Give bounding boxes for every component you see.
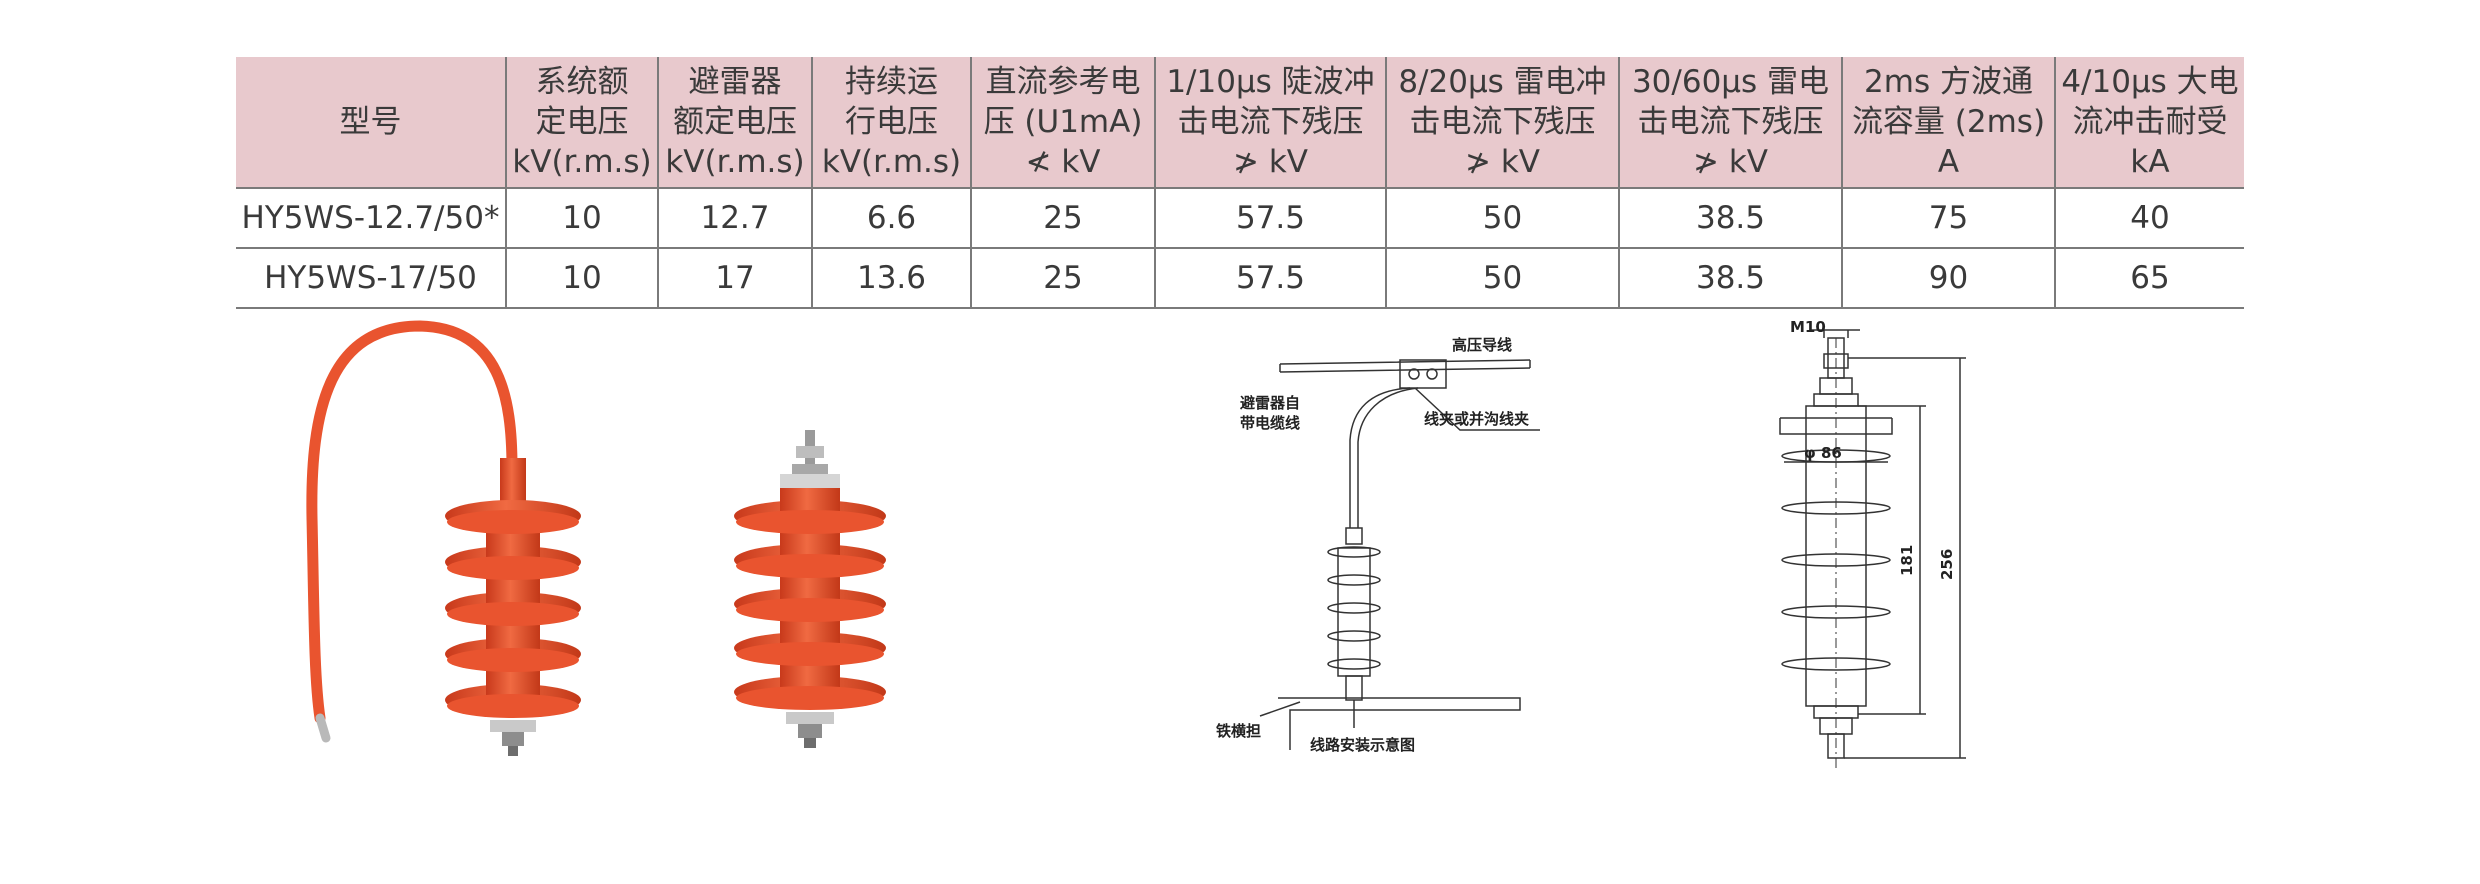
table-cell: 75 bbox=[1841, 187, 2055, 248]
arrester-with-cable-photo bbox=[306, 320, 581, 756]
table-cell: 10 bbox=[505, 247, 658, 309]
label-crossarm: 铁横担 bbox=[1216, 722, 1261, 740]
header-model: 型号 bbox=[236, 57, 506, 188]
table-cell: 17 bbox=[657, 247, 812, 309]
table-cell: 40 bbox=[2054, 187, 2244, 248]
dimension-drawing: M10 φ 86 181 256 bbox=[1779, 318, 1966, 768]
arrester-terminal-photo bbox=[734, 430, 886, 748]
table-cell: 25 bbox=[970, 247, 1155, 309]
label-thread: M10 bbox=[1790, 318, 1826, 336]
header-dc-reference-voltage: 直流参考电压 (U1mA)≮ kV bbox=[970, 57, 1155, 188]
installation-diagram: 高压导线 线夹或并沟线夹 避雷器自 带电缆线 铁横担 线路安装示意图 bbox=[1216, 336, 1540, 754]
table-cell: 90 bbox=[1841, 247, 2055, 309]
label-caption: 线路安装示意图 bbox=[1310, 736, 1415, 754]
label-cable-1: 避雷器自 bbox=[1240, 394, 1300, 412]
cell-model: HY5WS-17/50 bbox=[236, 247, 506, 309]
table-cell: 12.7 bbox=[657, 187, 812, 248]
label-clamp: 线夹或并沟线夹 bbox=[1424, 410, 1529, 428]
table-cell: 57.5 bbox=[1154, 247, 1386, 309]
header-steep-wave-residual: 1/10µs 陡波冲击电流下残压≯ kV bbox=[1154, 57, 1386, 188]
table-cell: 38.5 bbox=[1618, 247, 1842, 309]
header-lightning-residual: 8/20µs 雷电冲击电流下残压≯ kV bbox=[1385, 57, 1619, 188]
label-hv-line: 高压导线 bbox=[1452, 336, 1512, 354]
table-body: HY5WS-12.7/50* 10 12.7 6.6 25 57.5 50 38… bbox=[236, 187, 2244, 309]
label-cable-2: 带电缆线 bbox=[1240, 414, 1300, 432]
table-cell: 50 bbox=[1385, 247, 1619, 309]
label-height-total: 256 bbox=[1938, 549, 1956, 580]
table-cell: 25 bbox=[970, 187, 1155, 248]
table-row: HY5WS-17/50 10 17 13.6 25 57.5 50 38.5 9… bbox=[236, 247, 2244, 309]
header-switching-residual: 30/60µs 雷电击电流下残压≯ kV bbox=[1618, 57, 1842, 188]
table-cell: 38.5 bbox=[1618, 187, 1842, 248]
header-square-wave-capacity: 2ms 方波通流容量 (2ms)A bbox=[1841, 57, 2055, 188]
label-diameter: φ 86 bbox=[1804, 444, 1842, 462]
table-cell: 6.6 bbox=[811, 187, 971, 248]
table-cell: 57.5 bbox=[1154, 187, 1386, 248]
table-row: HY5WS-12.7/50* 10 12.7 6.6 25 57.5 50 38… bbox=[236, 187, 2244, 248]
table-cell: 50 bbox=[1385, 187, 1619, 248]
cell-model: HY5WS-12.7/50* bbox=[236, 187, 506, 248]
table-cell: 10 bbox=[505, 187, 658, 248]
table-cell: 65 bbox=[2054, 247, 2244, 309]
table-cell: 13.6 bbox=[811, 247, 971, 309]
label-height-inner: 181 bbox=[1898, 545, 1916, 576]
